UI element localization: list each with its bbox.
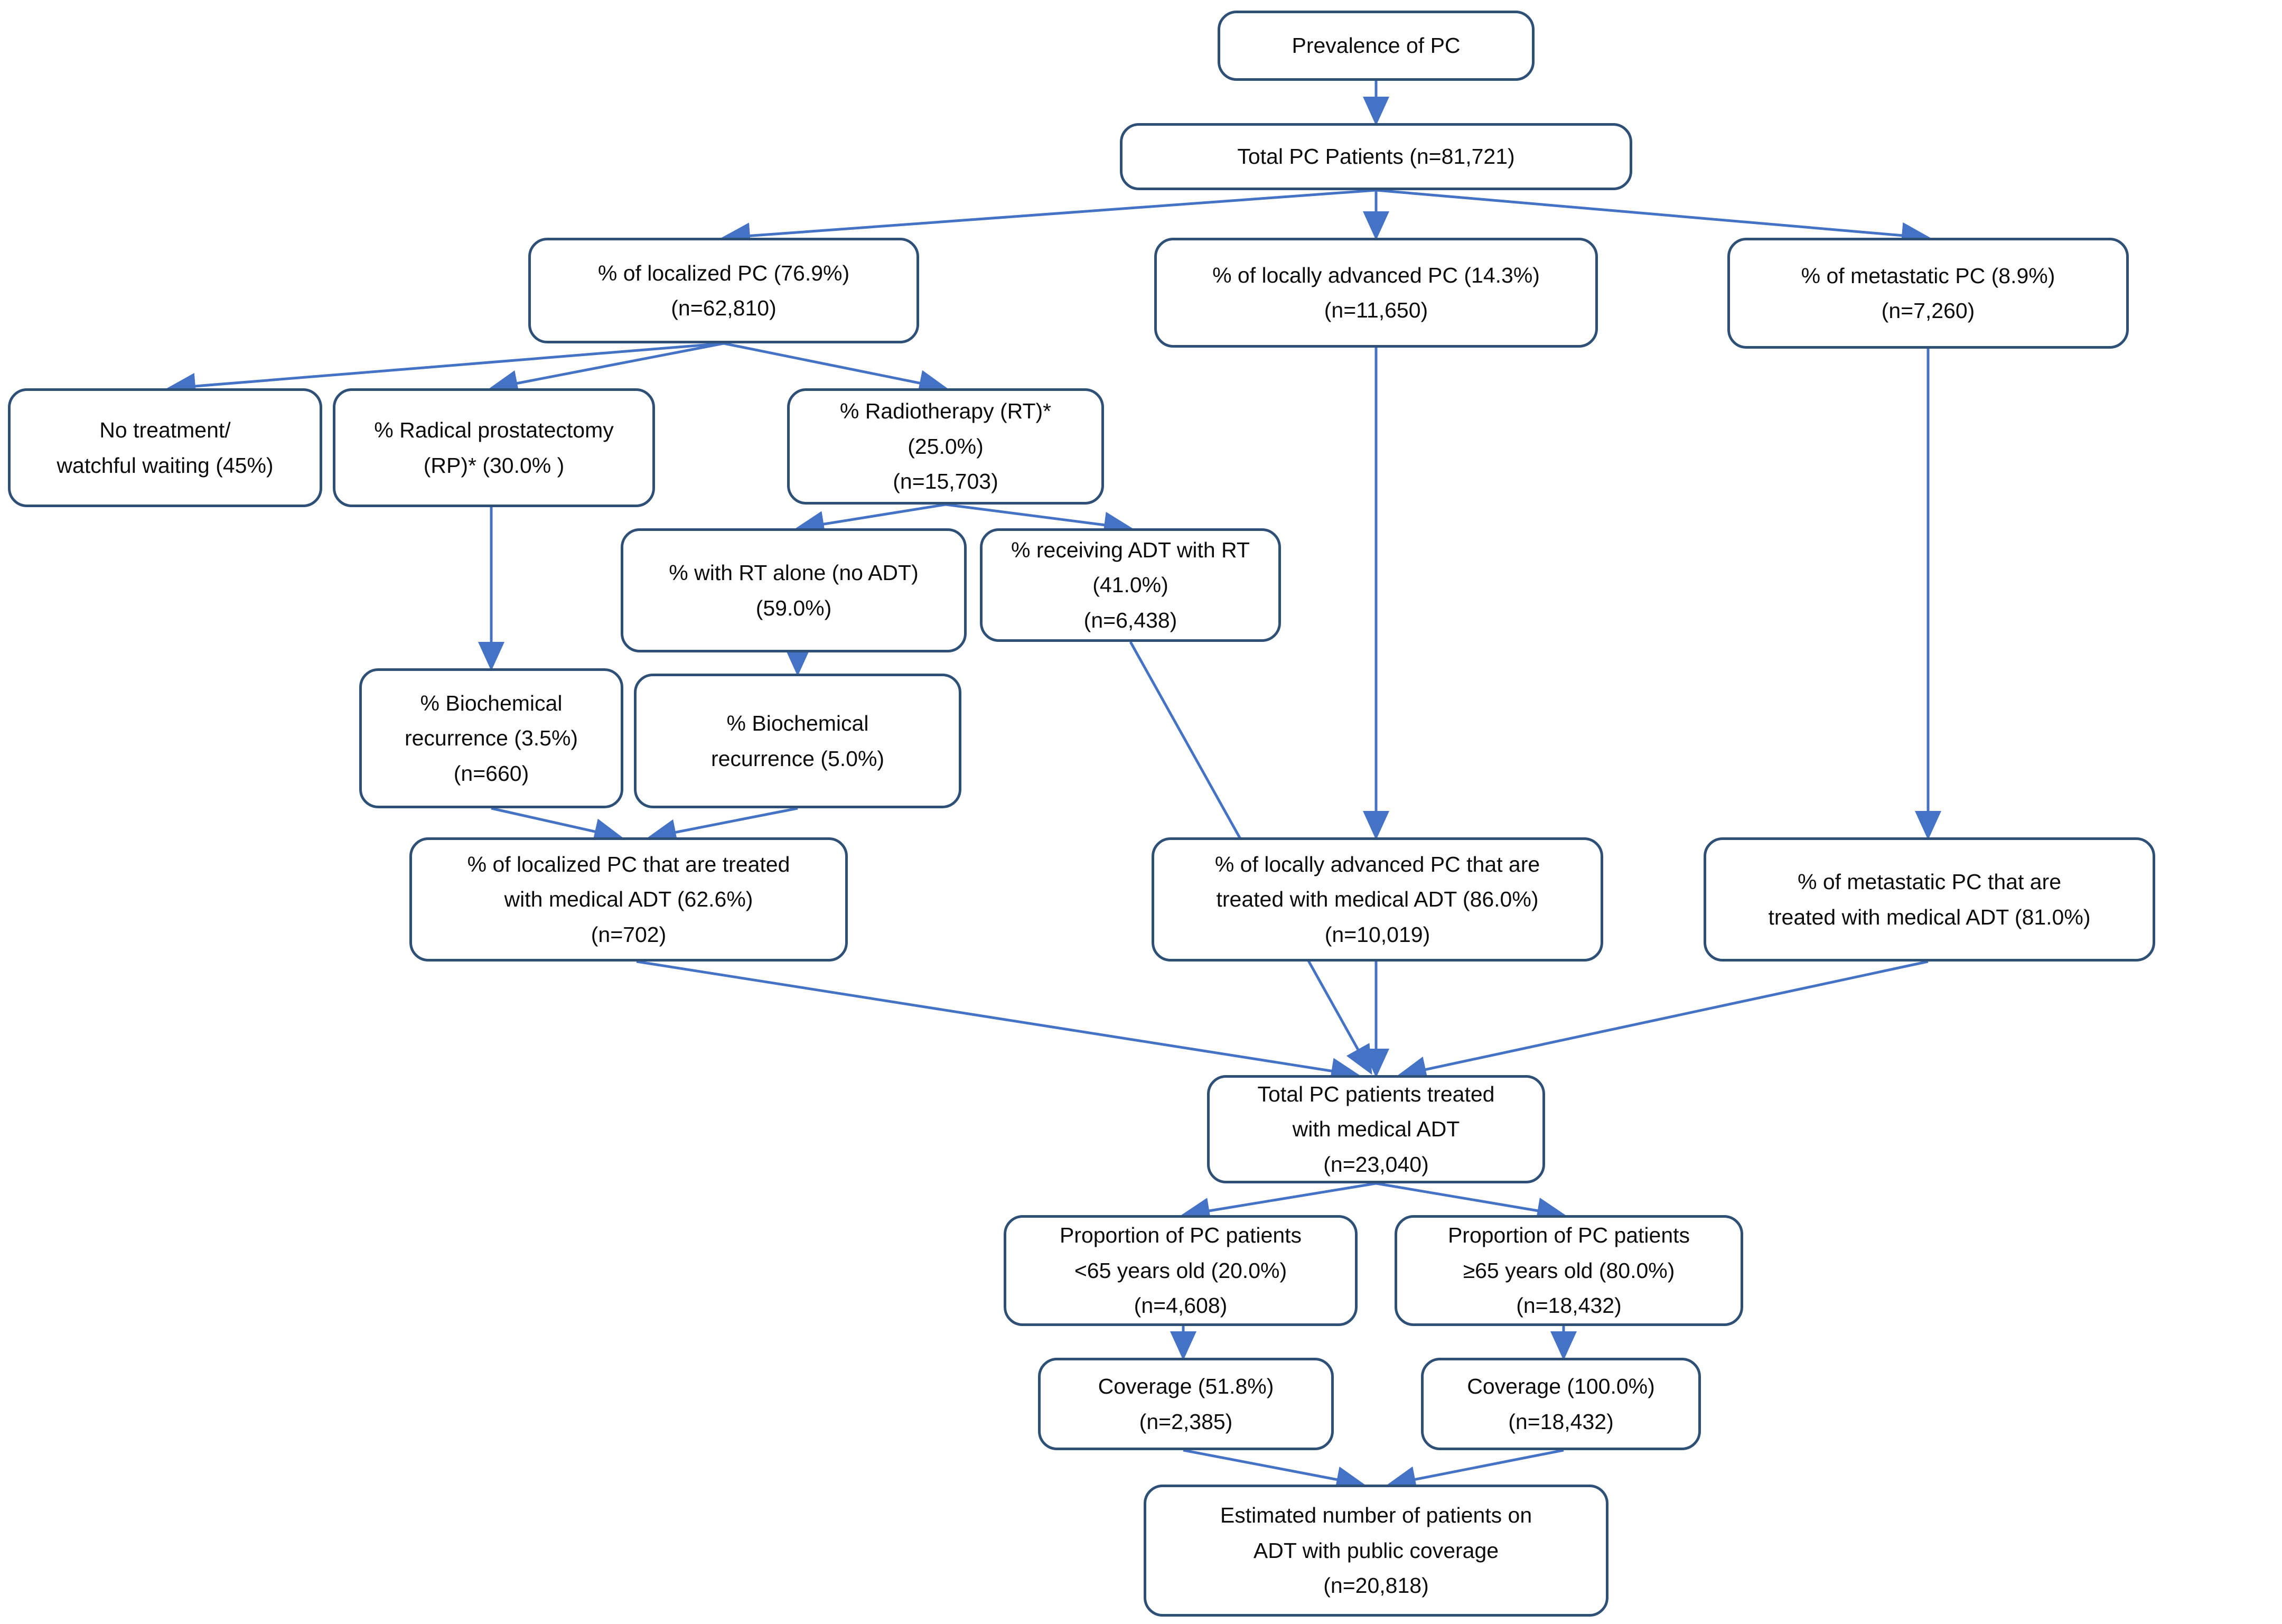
- node-total-pc-label: Total PC Patients (n=81,721): [1237, 144, 1515, 169]
- node-coverage-under-65-label: Coverage (51.8%) (n=2,385): [1098, 1374, 1274, 1434]
- node-over-65-label: Proportion of PC patients ≥65 years old …: [1447, 1223, 1690, 1318]
- node-coverage-over-65[interactable]: Coverage (100.0%) (n=18,432): [1421, 1358, 1701, 1450]
- node-rt-alone-label: % with RT alone (no ADT) (59.0%): [669, 561, 919, 620]
- node-prevalence[interactable]: Prevalence of PC: [1218, 11, 1535, 81]
- node-locally-advanced-pc-label: % of locally advanced PC (14.3%) (n=11,6…: [1212, 263, 1540, 322]
- node-rt-alone[interactable]: % with RT alone (no ADT) (59.0%): [621, 528, 967, 652]
- node-metastatic-treated-adt[interactable]: % of metastatic PC that are treated with…: [1704, 837, 2155, 962]
- node-locally-advanced-pc[interactable]: % of locally advanced PC (14.3%) (n=11,6…: [1154, 238, 1598, 348]
- node-bcr-rp-label: % Biochemical recurrence (3.5%) (n=660): [404, 690, 578, 786]
- node-bcr-rt-label: % Biochemical recurrence (5.0%): [710, 711, 885, 771]
- node-metastatic-pc[interactable]: % of metastatic PC (8.9%) (n=7,260): [1727, 238, 2129, 349]
- node-adt-with-rt-label: % receiving ADT with RT (41.0%) (n=6,438…: [1011, 537, 1250, 632]
- node-coverage-over-65-label: Coverage (100.0%) (n=18,432): [1467, 1374, 1655, 1434]
- node-under-65[interactable]: Proportion of PC patients <65 years old …: [1004, 1215, 1358, 1326]
- node-adt-with-rt[interactable]: % receiving ADT with RT (41.0%) (n=6,438…: [980, 528, 1281, 642]
- node-metastatic-treated-adt-label: % of metastatic PC that are treated with…: [1768, 870, 2091, 929]
- node-estimated-total-label: Estimated number of patients on ADT with…: [1220, 1503, 1532, 1598]
- node-bcr-rt[interactable]: % Biochemical recurrence (5.0%): [634, 674, 961, 808]
- node-prevalence-label: Prevalence of PC: [1292, 33, 1461, 58]
- node-locally-advanced-treated-adt-label: % of locally advanced PC that are treate…: [1214, 852, 1540, 947]
- node-under-65-label: Proportion of PC patients <65 years old …: [1059, 1223, 1302, 1318]
- node-localized-treated-adt-label: % of localized PC that are treated with …: [467, 852, 790, 947]
- node-localized-pc[interactable]: % of localized PC (76.9%) (n=62,810): [528, 238, 919, 343]
- node-no-treatment[interactable]: No treatment/ watchful waiting (45%): [8, 388, 322, 507]
- node-metastatic-pc-label: % of metastatic PC (8.9%) (n=7,260): [1801, 263, 2055, 323]
- node-total-adt-label: Total PC patients treated with medical A…: [1257, 1081, 1495, 1177]
- node-total-pc[interactable]: Total PC Patients (n=81,721): [1120, 123, 1632, 190]
- node-localized-pc-label: % of localized PC (76.9%) (n=62,810): [597, 260, 850, 320]
- node-total-adt[interactable]: Total PC patients treated with medical A…: [1207, 1075, 1545, 1183]
- node-estimated-total[interactable]: Estimated number of patients on ADT with…: [1144, 1485, 1608, 1617]
- node-over-65[interactable]: Proportion of PC patients ≥65 years old …: [1395, 1215, 1743, 1326]
- node-radical-prostatectomy[interactable]: % Radical prostatectomy (RP)* (30.0% ): [333, 388, 655, 507]
- node-radical-prostatectomy-label: % Radical prostatectomy (RP)* (30.0% ): [374, 418, 614, 478]
- node-locally-advanced-treated-adt[interactable]: % of locally advanced PC that are treate…: [1152, 837, 1603, 962]
- node-bcr-rp[interactable]: % Biochemical recurrence (3.5%) (n=660): [359, 668, 623, 808]
- node-localized-treated-adt[interactable]: % of localized PC that are treated with …: [409, 837, 848, 962]
- node-radiotherapy[interactable]: % Radiotherapy (RT)* (25.0%) (n=15,703): [787, 388, 1104, 505]
- node-no-treatment-label: No treatment/ watchful waiting (45%): [57, 418, 274, 478]
- node-coverage-under-65[interactable]: Coverage (51.8%) (n=2,385): [1038, 1358, 1334, 1450]
- node-radiotherapy-label: % Radiotherapy (RT)* (25.0%) (n=15,703): [839, 399, 1052, 494]
